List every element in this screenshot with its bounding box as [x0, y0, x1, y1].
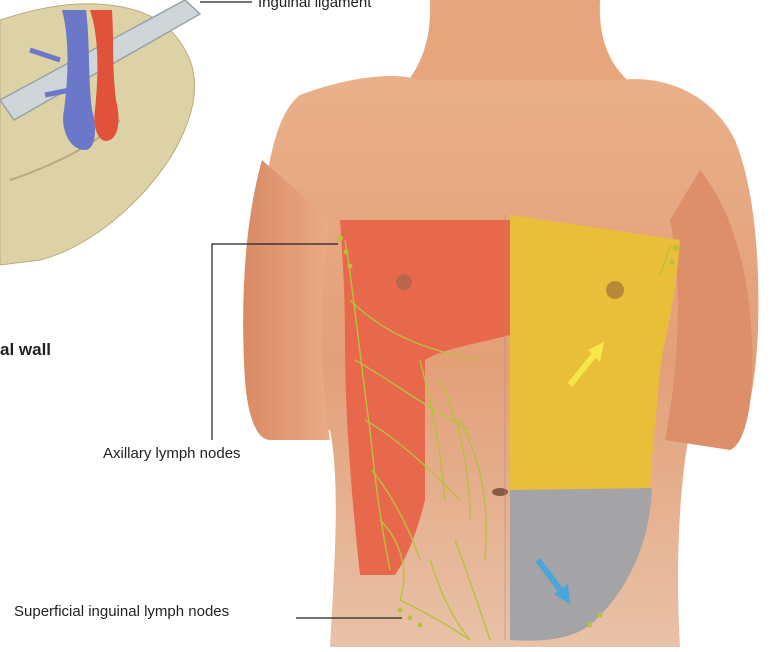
- navel: [492, 488, 508, 496]
- neck: [400, 0, 640, 90]
- label-superficial-inguinal-lymph-nodes: Superficial inguinal lymph nodes: [14, 603, 229, 620]
- torso-figure: [243, 0, 758, 647]
- section-heading-fragment: al wall: [0, 340, 51, 360]
- pelvis-inset: [0, 0, 200, 265]
- label-axillary-lymph-nodes: Axillary lymph nodes: [103, 445, 241, 462]
- label-inguinal-ligament: Inguinal ligament: [258, 0, 371, 11]
- nipple-right: [396, 274, 412, 290]
- nipple-left: [606, 281, 624, 299]
